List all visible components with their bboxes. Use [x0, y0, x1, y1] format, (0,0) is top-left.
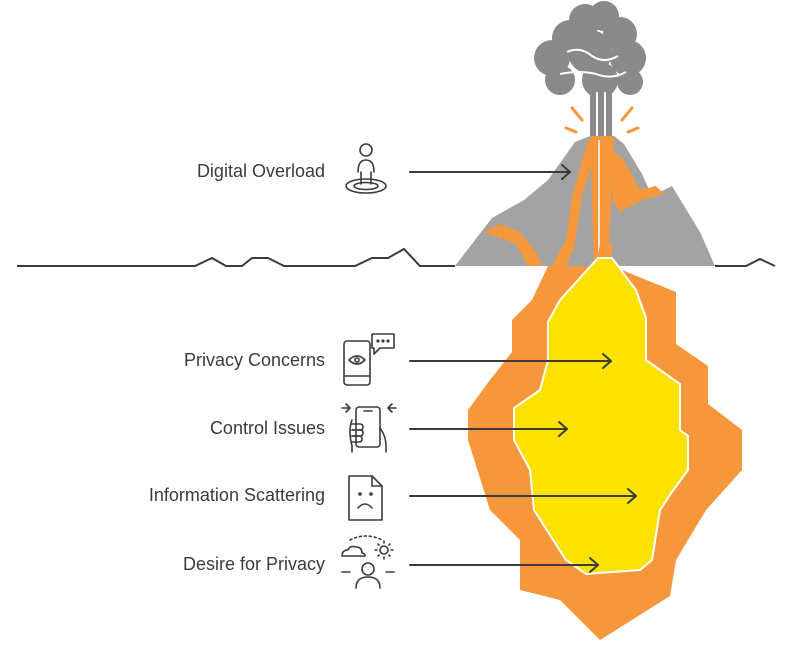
label-control-issues: Control Issues [209, 418, 325, 438]
label-desire-for-privacy: Desire for Privacy [182, 554, 325, 574]
sad-document-icon [348, 475, 383, 521]
lava-flows [484, 136, 664, 266]
person-on-platform-icon [345, 143, 387, 194]
lava-splash [564, 106, 640, 134]
label-privacy-concerns: Privacy Concerns [183, 350, 325, 370]
connector-arrows [409, 164, 637, 573]
phone-eye-chat-icon [343, 333, 395, 386]
label-information-scattering: Information Scattering [148, 485, 325, 505]
ground-line [17, 247, 776, 267]
person-weather-icon [341, 535, 395, 589]
arrow-digital-overload [409, 164, 571, 180]
smoke-lines [559, 48, 627, 138]
label-digital-overload: Digital Overload [196, 161, 325, 181]
smoke-cloud [534, 1, 646, 140]
arrow-control-issues [409, 421, 568, 437]
arrow-privacy-concerns [409, 353, 612, 369]
arrow-desire-for-privacy [409, 557, 599, 573]
arrow-information-scattering [409, 488, 637, 504]
hand-holding-phone-icon [341, 403, 397, 453]
